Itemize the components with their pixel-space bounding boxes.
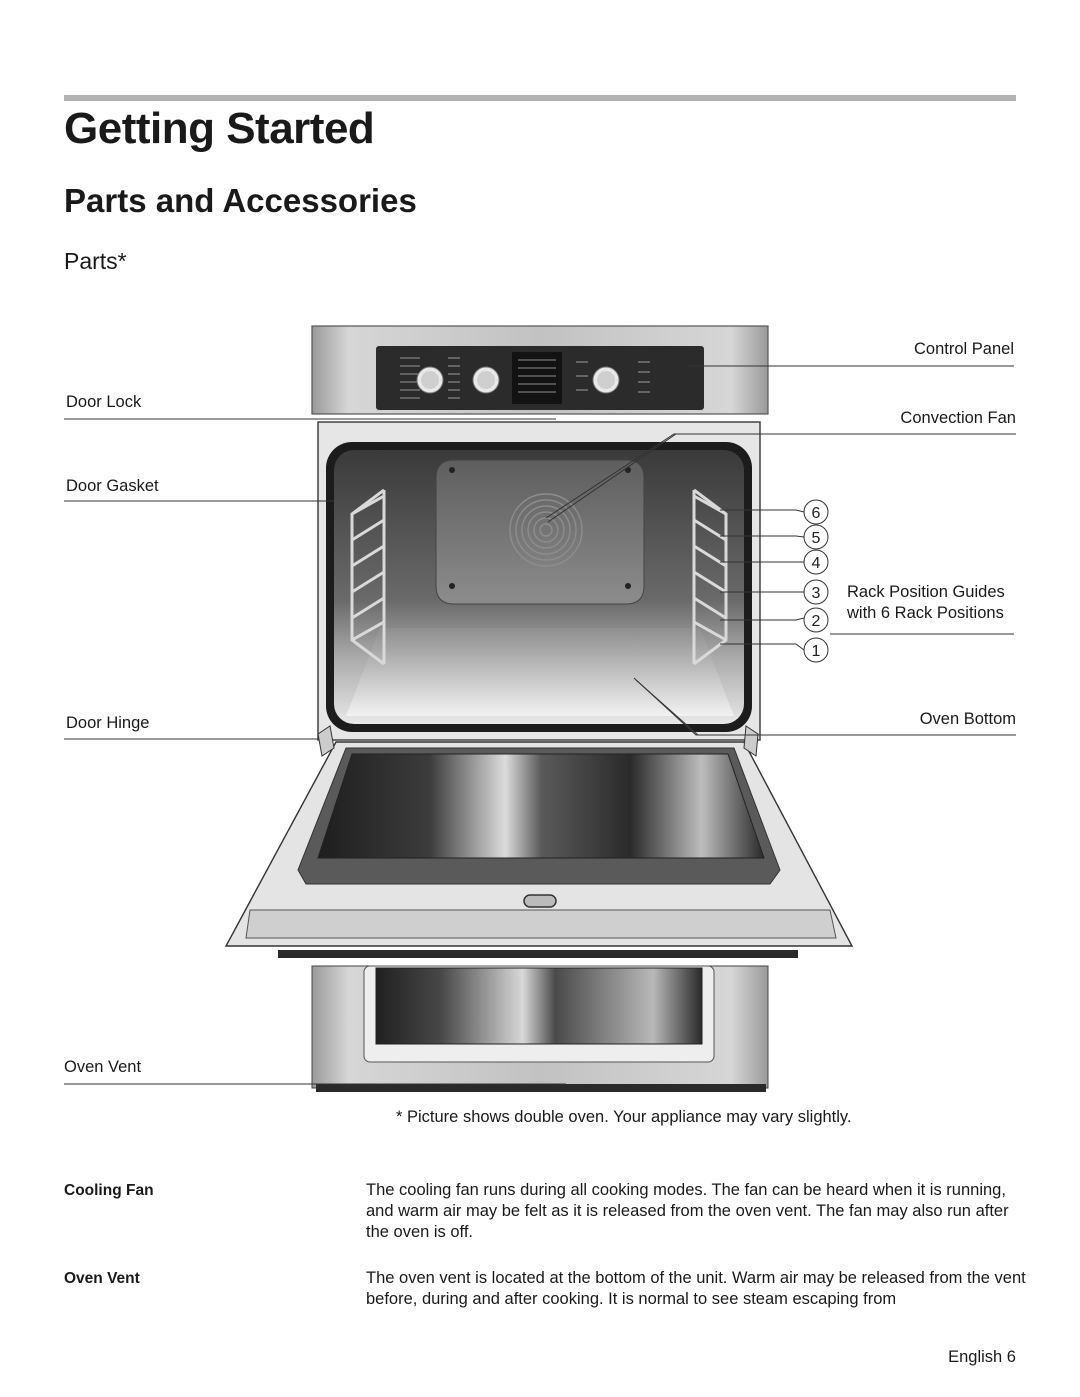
label-oven-vent: Oven Vent (64, 1058, 142, 1076)
oven-door (224, 725, 854, 958)
diagram-caption: * Picture shows double oven. Your applia… (396, 1108, 852, 1126)
header-rule (64, 95, 1016, 101)
label-door-gasket: Door Gasket (66, 477, 159, 495)
convection-fan-icon (509, 493, 583, 567)
page-footer: English 6 (948, 1348, 1016, 1366)
svg-text:1: 1 (812, 643, 821, 660)
section-title: Parts and Accessories (64, 182, 417, 219)
rack-number-3: 3 (803, 579, 829, 605)
svg-text:5: 5 (812, 530, 821, 547)
label-door-hinge: Door Hinge (66, 714, 150, 732)
label-oven-bottom: Oven Bottom (919, 710, 1016, 728)
svg-text:4: 4 (812, 555, 821, 572)
rack-number-5: 5 (803, 524, 829, 550)
svg-text:3: 3 (812, 585, 821, 602)
rack-number-2: 2 (803, 607, 829, 633)
rack-number-4: 4 (803, 549, 829, 575)
subsection-title: Parts* (64, 248, 127, 274)
rack-number-1: 1 (803, 637, 829, 663)
page-title: Getting Started (64, 104, 375, 153)
right-rack-guides (692, 488, 728, 666)
description-cooling-fan: The cooling fan runs during all cooking … (366, 1181, 1009, 1241)
svg-text:2: 2 (812, 613, 821, 630)
control-panel (311, 325, 769, 415)
label-door-lock: Door Lock (66, 393, 142, 411)
rack-position-numbers: 6 5 4 3 2 1 (803, 499, 829, 663)
label-convection-fan: Convection Fan (900, 409, 1016, 427)
lower-oven (311, 965, 769, 1092)
label-control-panel: Control Panel (914, 340, 1014, 358)
term-cooling-fan: Cooling Fan (64, 1182, 154, 1199)
left-rack-guides (350, 488, 386, 666)
rack-number-6: 6 (803, 499, 829, 525)
label-rack-guides-line1: Rack Position Guides (847, 583, 1005, 601)
description-oven-vent: The oven vent is located at the bottom o… (366, 1269, 1026, 1308)
term-oven-vent: Oven Vent (64, 1270, 140, 1287)
label-rack-guides-line2: with 6 Rack Positions (847, 604, 1004, 622)
svg-text:6: 6 (812, 505, 821, 522)
